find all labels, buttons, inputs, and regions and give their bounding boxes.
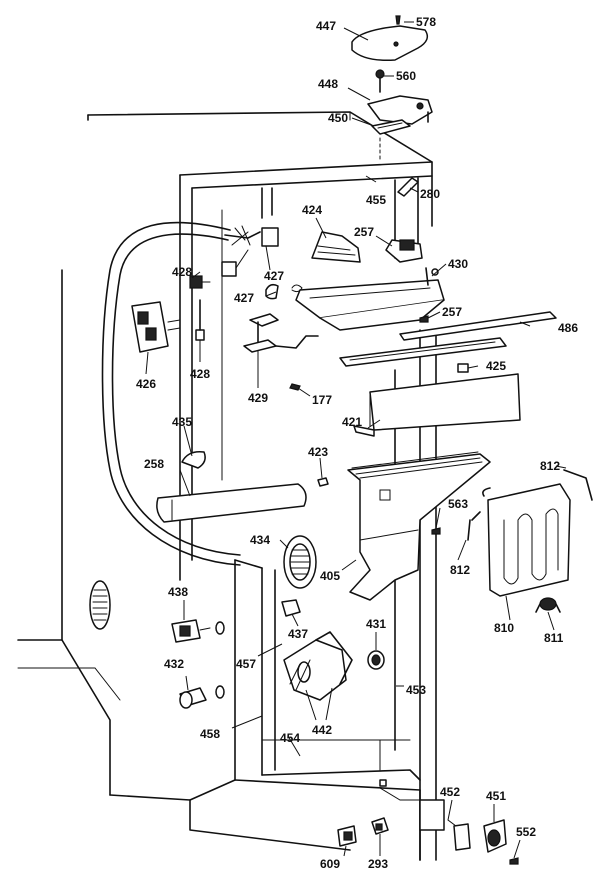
label-435: 435 <box>172 415 192 429</box>
label-431: 431 <box>366 617 386 631</box>
label-427-lower: 427 <box>234 291 254 305</box>
label-425: 425 <box>486 359 506 373</box>
label-442: 442 <box>312 723 332 737</box>
label-812-top: 812 <box>540 459 560 473</box>
part-channel <box>339 337 507 367</box>
label-426: 426 <box>136 377 156 391</box>
label-424: 424 <box>302 203 322 217</box>
part-293-bracket <box>371 817 389 835</box>
part-447-cover <box>351 25 429 62</box>
label-457: 457 <box>236 657 256 671</box>
part-424-thermostat <box>311 231 361 263</box>
label-448: 448 <box>318 77 338 91</box>
label-560: 560 <box>396 69 416 83</box>
part-405-evaporator-cover <box>347 451 491 601</box>
part-428-connector <box>189 275 211 341</box>
part-432-light-socket <box>179 685 225 709</box>
label-810: 810 <box>494 621 514 635</box>
cabinet-structure <box>17 111 437 861</box>
label-438: 438 <box>168 585 188 599</box>
label-563: 563 <box>448 497 468 511</box>
part-452-hinge <box>379 779 471 851</box>
label-447: 447 <box>316 19 336 33</box>
part-431-knob <box>367 650 385 670</box>
part-810-heater <box>482 483 571 597</box>
part-451-hinge <box>483 819 507 853</box>
leader-lines <box>145 21 567 859</box>
side-grille <box>89 580 111 630</box>
label-811: 811 <box>544 631 564 645</box>
part-450-gasket <box>371 119 411 135</box>
label-432: 432 <box>164 657 184 671</box>
part-609-cam <box>337 825 357 847</box>
label-257-top: 257 <box>354 225 374 239</box>
part-257-light-socket <box>385 239 423 263</box>
part-812-heater-lead <box>467 469 593 541</box>
part-435-clip <box>181 450 206 469</box>
part-430-control-housing <box>295 267 445 331</box>
part-442-damper <box>283 631 353 701</box>
part-438-switch <box>171 619 225 643</box>
label-812-lower: 812 <box>450 563 470 577</box>
label-452: 452 <box>440 785 460 799</box>
part-426-switch <box>131 301 181 353</box>
label-405: 405 <box>320 569 340 583</box>
label-258: 258 <box>144 457 164 471</box>
part-257-screw <box>419 315 429 323</box>
label-451: 451 <box>486 789 506 803</box>
part-486-rod <box>399 311 557 341</box>
part-552-screw <box>509 857 519 865</box>
label-458: 458 <box>200 727 220 741</box>
label-293: 293 <box>368 857 388 871</box>
label-450: 450 <box>328 111 348 125</box>
label-578: 578 <box>416 15 436 29</box>
part-258-tube <box>156 483 307 523</box>
label-455: 455 <box>366 193 386 207</box>
label-453: 453 <box>406 683 426 697</box>
part-177-screw <box>289 383 301 391</box>
part-280-knob <box>397 177 419 197</box>
part-560-screw <box>375 69 385 93</box>
label-421: 421 <box>342 415 362 429</box>
label-428-lower: 428 <box>190 367 210 381</box>
label-486: 486 <box>558 321 578 335</box>
label-423: 423 <box>308 445 328 459</box>
part-429-lever <box>243 313 319 353</box>
part-423-bracket <box>317 477 329 487</box>
part-448-bracket <box>367 95 433 125</box>
wiring-harness <box>101 221 279 566</box>
part-labels: 447 578 448 560 450 455 280 424 257 430 … <box>136 15 578 871</box>
label-434: 434 <box>250 533 270 547</box>
label-280: 280 <box>420 187 440 201</box>
part-563-screw <box>431 527 441 535</box>
label-427-top: 427 <box>264 269 284 283</box>
part-811-thermostat <box>535 597 561 613</box>
label-609: 609 <box>320 857 340 871</box>
label-429: 429 <box>248 391 268 405</box>
label-428-top: 428 <box>172 265 192 279</box>
label-430: 430 <box>448 257 468 271</box>
label-454: 454 <box>280 731 300 745</box>
part-425-clip <box>457 363 469 373</box>
part-578-screw <box>395 15 401 25</box>
label-437: 437 <box>288 627 308 641</box>
label-552: 552 <box>516 825 536 839</box>
label-177: 177 <box>312 393 332 407</box>
part-434-grille <box>283 535 317 589</box>
label-257-lower: 257 <box>442 305 462 319</box>
part-437-clip <box>281 599 301 617</box>
part-421-channel <box>353 373 521 437</box>
